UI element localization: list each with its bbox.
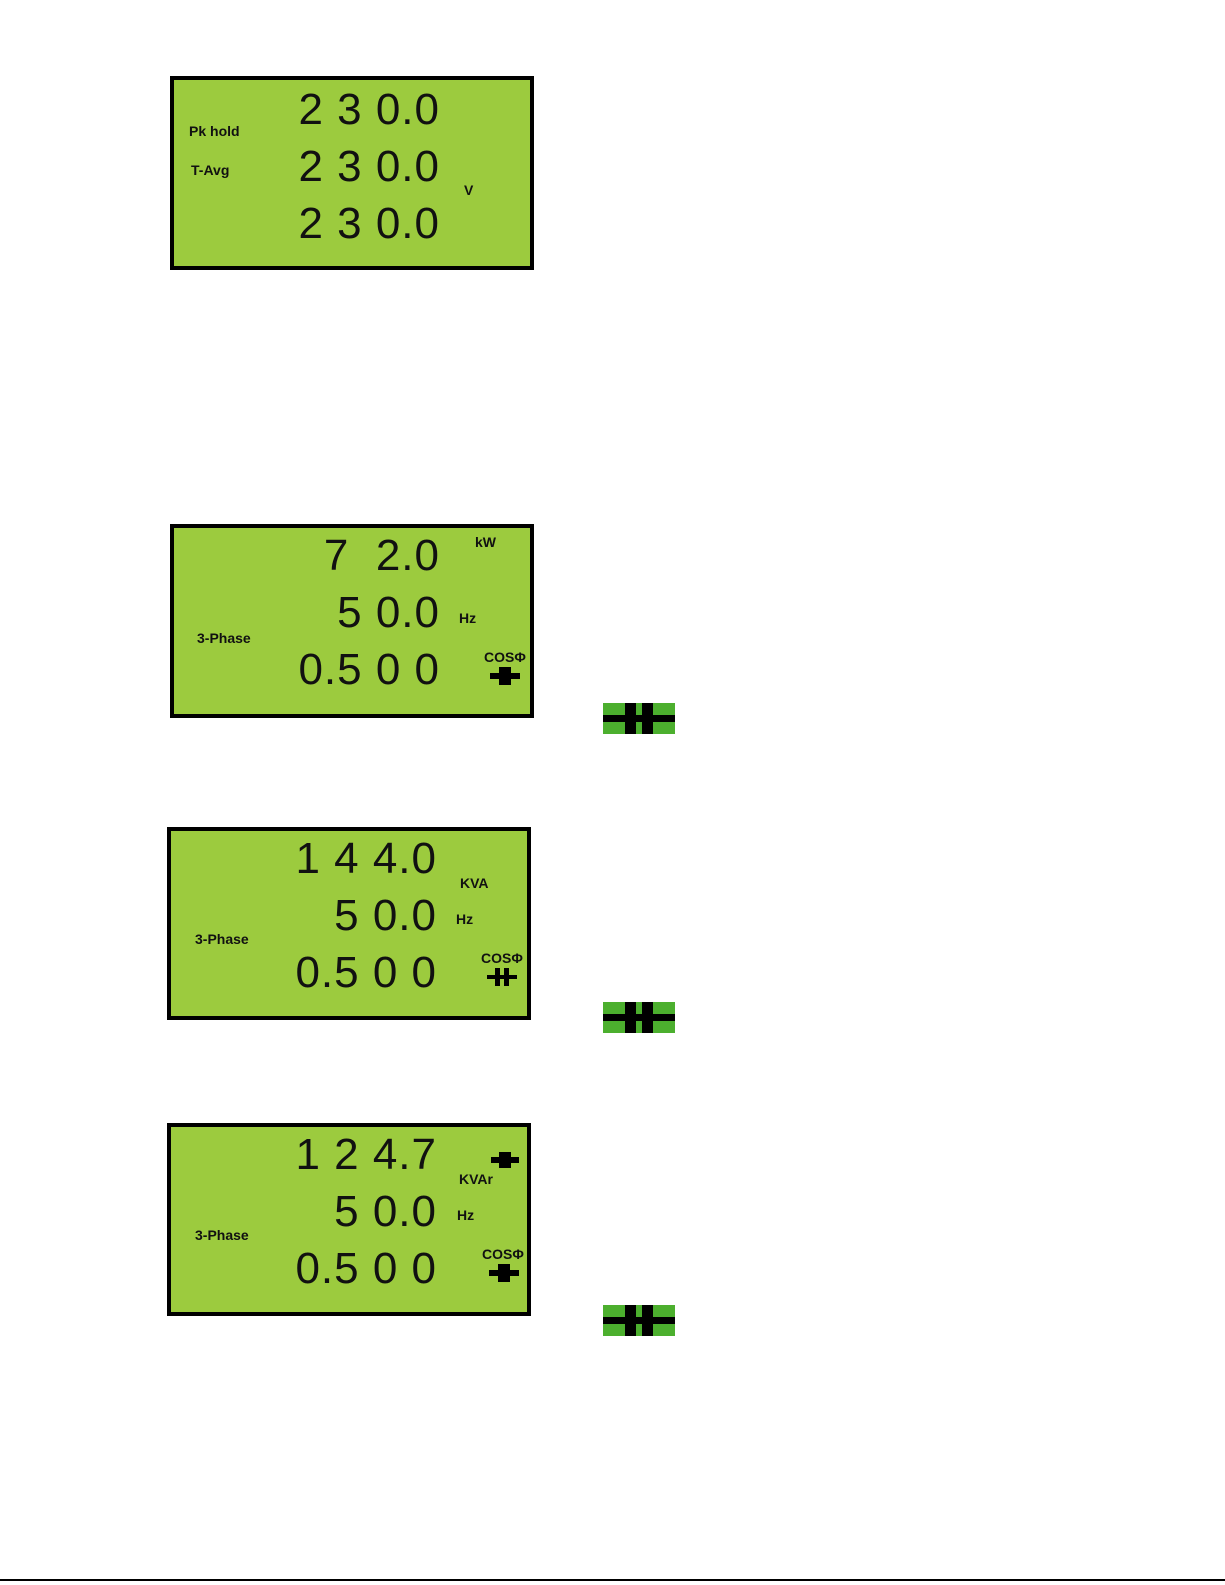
lcd-display-kw: 7 2.0 kW 5 0.0 Hz 3-Phase 0.5 0 0 COSΦ — [170, 524, 534, 718]
power-factor-value: 0.5 0 0 — [295, 1247, 437, 1291]
unit-hz: Hz — [456, 911, 473, 927]
kw-value: 7 2.0 — [324, 534, 440, 578]
voltage-row-3: 2 3 0.0 — [298, 202, 440, 246]
kvar-value: 1 2 4.7 — [295, 1133, 437, 1177]
capacitor-legend-icon — [603, 703, 675, 734]
power-factor-value: 0.5 0 0 — [295, 951, 437, 995]
power-factor-value: 0.5 0 0 — [298, 648, 440, 692]
capacitor-legend-icon — [603, 1002, 675, 1033]
frequency-value: 5 0.0 — [337, 591, 440, 635]
inductive-load-icon — [491, 1151, 519, 1169]
frequency-value: 5 0.0 — [334, 894, 437, 938]
unit-kva: KVA — [460, 875, 489, 891]
capacitor-legend-icon — [603, 1305, 675, 1336]
frequency-value: 5 0.0 — [334, 1190, 437, 1234]
voltage-row-2: 2 3 0.0 — [298, 145, 440, 189]
page-bottom-rule — [0, 1579, 1225, 1581]
unit-volt: V — [464, 182, 473, 198]
unit-kw: kW — [475, 534, 496, 550]
lcd-display-voltage: Pk hold T-Avg 2 3 0.0 2 3 0.0 2 3 0.0 V — [170, 76, 534, 270]
label-3-phase: 3-Phase — [195, 931, 249, 947]
capacitive-load-icon — [487, 967, 517, 987]
unit-hz: Hz — [457, 1207, 474, 1223]
unit-cos-phi: COSΦ — [484, 649, 526, 665]
unit-kvar: KVAr — [459, 1171, 493, 1187]
kva-value: 1 4 4.0 — [295, 837, 437, 881]
voltage-row-1: 2 3 0.0 — [298, 88, 440, 132]
label-pk-hold: Pk hold — [189, 123, 240, 139]
unit-cos-phi: COSΦ — [482, 1246, 524, 1262]
unit-hz: Hz — [459, 610, 476, 626]
lcd-display-kvar: 1 2 4.7 KVAr 5 0.0 Hz 3-Phase 0.5 0 0 CO… — [167, 1123, 531, 1316]
lcd-display-kva: 1 4 4.0 KVA 5 0.0 Hz 3-Phase 0.5 0 0 COS… — [167, 827, 531, 1020]
unit-cos-phi: COSΦ — [481, 950, 523, 966]
inductive-load-icon — [490, 666, 520, 686]
label-3-phase: 3-Phase — [197, 630, 251, 646]
inductive-load-icon — [489, 1263, 519, 1283]
label-t-avg: T-Avg — [191, 162, 229, 178]
label-3-phase: 3-Phase — [195, 1227, 249, 1243]
